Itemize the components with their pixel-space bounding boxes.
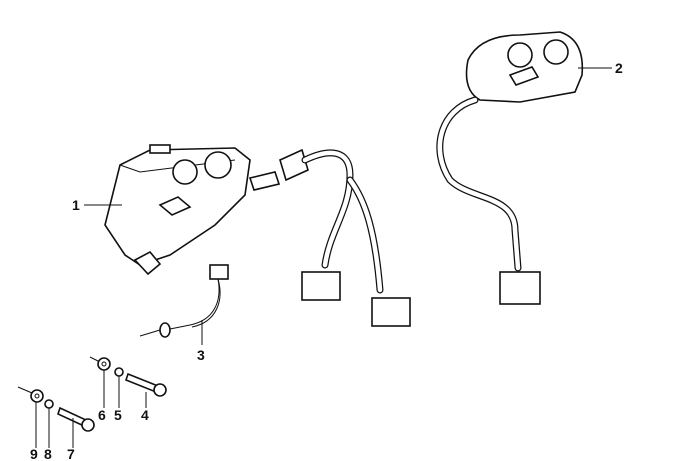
callout-5: 5 (114, 407, 122, 423)
right-switch-housing (436, 31, 584, 305)
callout-7: 7 (67, 446, 75, 461)
screw-set-upper (89, 356, 167, 397)
left-wire-harness (279, 148, 411, 327)
sensor-wire (139, 264, 229, 338)
callout-3: 3 (197, 347, 205, 363)
callout-4: 4 (141, 407, 149, 423)
callout-9: 9 (30, 446, 38, 461)
callout-1: 1 (72, 197, 80, 213)
left-switch-housing (104, 144, 281, 276)
leader-lines (35, 67, 612, 448)
callout-8: 8 (44, 446, 52, 461)
screw-set-lower (17, 386, 95, 432)
callout-6: 6 (98, 407, 106, 423)
callout-2: 2 (615, 60, 623, 76)
